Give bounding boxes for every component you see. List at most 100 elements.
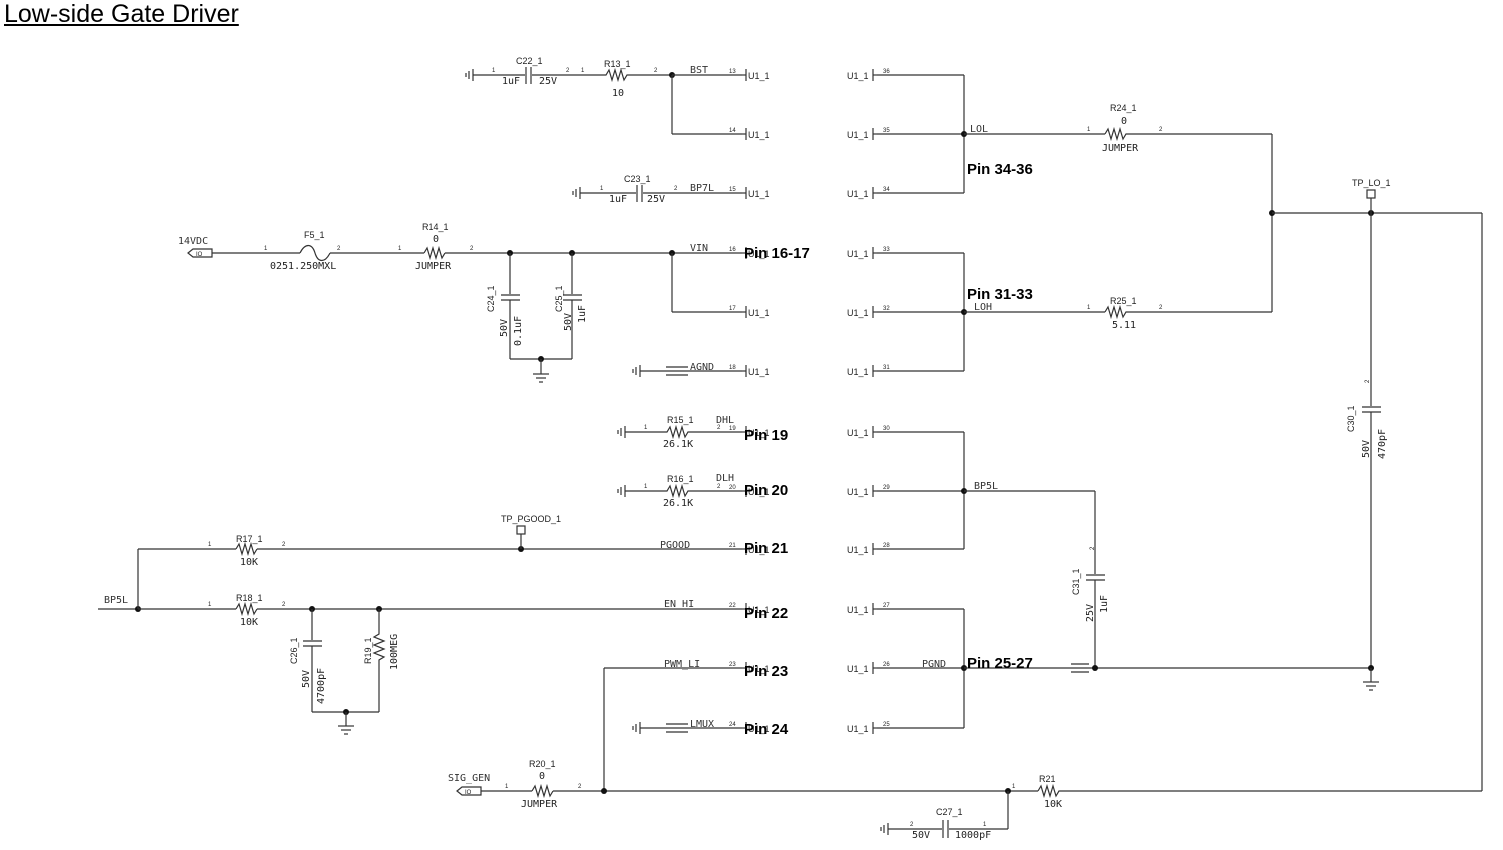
tp-lo-ref: TP_LO_1 [1352,178,1391,188]
r16-value: 26.1K [663,498,693,509]
r15-value: 26.1K [663,439,693,450]
r25-resistor[interactable]: R25_1 5.11 1 2 [1087,296,1272,331]
ic-pin-number: 36 [883,69,890,75]
ic-ref-label: U1_1 [847,724,869,734]
svg-text:1: 1 [1012,784,1016,790]
pin-label-24: Pin 24 [744,721,789,738]
c26-value: 4700pF [316,668,327,704]
svg-text:2: 2 [282,542,286,548]
ic-ref-label: U1_1 [847,545,869,555]
ic-ref-label: U1_1 [847,605,869,615]
ic-pin-number: 27 [883,603,890,609]
r19-resistor[interactable]: R19_1 100MEG [363,609,400,712]
ic-pin-right-27: 27 U1_1 [847,603,890,615]
port-sig-gen[interactable]: IO SIG_GEN [448,773,490,796]
r16-resistor[interactable]: R16_1 26.1K 1 2 [625,474,742,509]
c27-capacitor[interactable]: C27_1 50V 1000pF 2 1 [888,807,1008,841]
svg-text:IO: IO [465,790,472,796]
r13-resistor[interactable]: R13_1 10 1 2 [581,59,672,99]
ic-pin-number: 25 [883,722,890,728]
svg-text:1: 1 [492,68,496,74]
pin-label-23: Pin 23 [744,663,788,680]
r18-resistor[interactable]: R18_1 10K 1 2 [208,593,286,628]
c31-rating: 25V [1085,604,1096,622]
ic-ref-label: U1_1 [748,71,770,81]
c22-rating: 25V [539,76,557,87]
r18-value: 10K [240,617,258,628]
r18-ref: R18_1 [236,593,263,603]
ground-symbol [617,485,626,497]
net-agnd: AGND [690,362,714,373]
port-sig-gen-label: SIG_GEN [448,773,490,784]
ic-ref-label: U1_1 [847,664,869,674]
svg-text:1: 1 [983,822,987,828]
net-vin: VIN [690,243,708,254]
ic-ref-label: U1_1 [847,367,869,377]
c27-rating: 50V [912,830,930,841]
c23-ref: C23_1 [624,174,651,184]
r14-ref: R14_1 [422,222,449,232]
ic-pin-number: 35 [883,128,890,134]
r17-resistor[interactable]: R17_1 10K 1 2 [208,534,286,568]
r25-ref: R25_1 [1110,296,1137,306]
svg-text:1: 1 [581,68,585,74]
ic-pin-number: 31 [883,365,890,371]
svg-text:2: 2 [282,602,286,608]
r20-ref: R20_1 [529,759,556,769]
r15-ref: R15_1 [667,415,694,425]
r24-ref: R24_1 [1110,103,1137,113]
c26-capacitor[interactable]: C26_1 50V 4700pF [289,609,327,712]
port-14vdc[interactable]: IO 14VDC [178,236,213,258]
ic-pin-number: 19 [729,426,736,432]
pin-label-22: Pin 22 [744,605,788,622]
ic-ref-label: U1_1 [748,605,770,615]
svg-text:2: 2 [1159,305,1163,311]
pin-label-16-17: Pin 16-17 [744,245,810,262]
svg-text:1: 1 [264,246,268,252]
tp-lo-testpoint[interactable]: TP_LO_1 [1352,178,1391,213]
r21-resistor[interactable]: R21 10K 1 [1012,774,1482,810]
ic-pin-number: 13 [729,69,736,75]
svg-text:1: 1 [505,784,509,790]
page-title: Low-side Gate Driver [4,0,239,28]
c31-capacitor[interactable]: C31_1 25V 1uF 2 [1071,491,1110,668]
c22-capacitor[interactable]: C22_1 1uF 25V 1 2 [473,56,596,87]
pin-label-20: Pin 20 [744,482,788,499]
svg-text:2: 2 [717,484,721,490]
r20-resistor[interactable]: R20_1 0 JUMPER 1 2 [505,759,582,810]
f5-fuse[interactable]: F5_1 0251.250MXL 1 2 [264,230,341,272]
ic-pin-number: 32 [883,306,890,312]
net-pgood: PGOOD [660,540,690,551]
c30-capacitor[interactable]: C30_1 50V 470pF 2 [1346,213,1388,668]
c23-capacitor[interactable]: C23_1 1uF 25V 1 2 [580,174,742,205]
ic-pin-number: 18 [729,365,736,371]
c25-ref: C25_1 [554,285,564,312]
r15-resistor[interactable]: R15_1 26.1K 1 2 [625,415,742,450]
ic-ref-label: U1_1 [748,545,770,555]
c25-capacitor[interactable]: C25_1 50V 1uF [554,253,588,359]
c24-ref: C24_1 [486,285,496,312]
ground-symbol [465,69,474,81]
svg-text:2: 2 [337,246,341,252]
tp-pgood-testpoint[interactable]: TP_PGOOD_1 [501,514,561,549]
ic-ref-label: U1_1 [847,189,869,199]
ic-pin-number: 14 [729,128,736,134]
r19-ref: R19_1 [363,637,373,664]
ground-symbol [632,365,641,377]
ic-ref-label: U1_1 [748,724,770,734]
pin-label-31-33: Pin 31-33 [967,286,1033,303]
svg-text:1: 1 [1087,305,1091,311]
r16-ref: R16_1 [667,474,694,484]
f5-ref: F5_1 [304,230,325,240]
r24-resistor[interactable]: R24_1 0 JUMPER 1 2 [1087,103,1272,154]
r14-resistor[interactable]: R14_1 0 JUMPER 1 2 [398,222,474,272]
c25-rating: 50V [563,313,574,331]
net-pwm-li: PWM_LI [664,659,700,670]
c24-capacitor[interactable]: C24_1 50V 0.1uF [486,253,524,359]
